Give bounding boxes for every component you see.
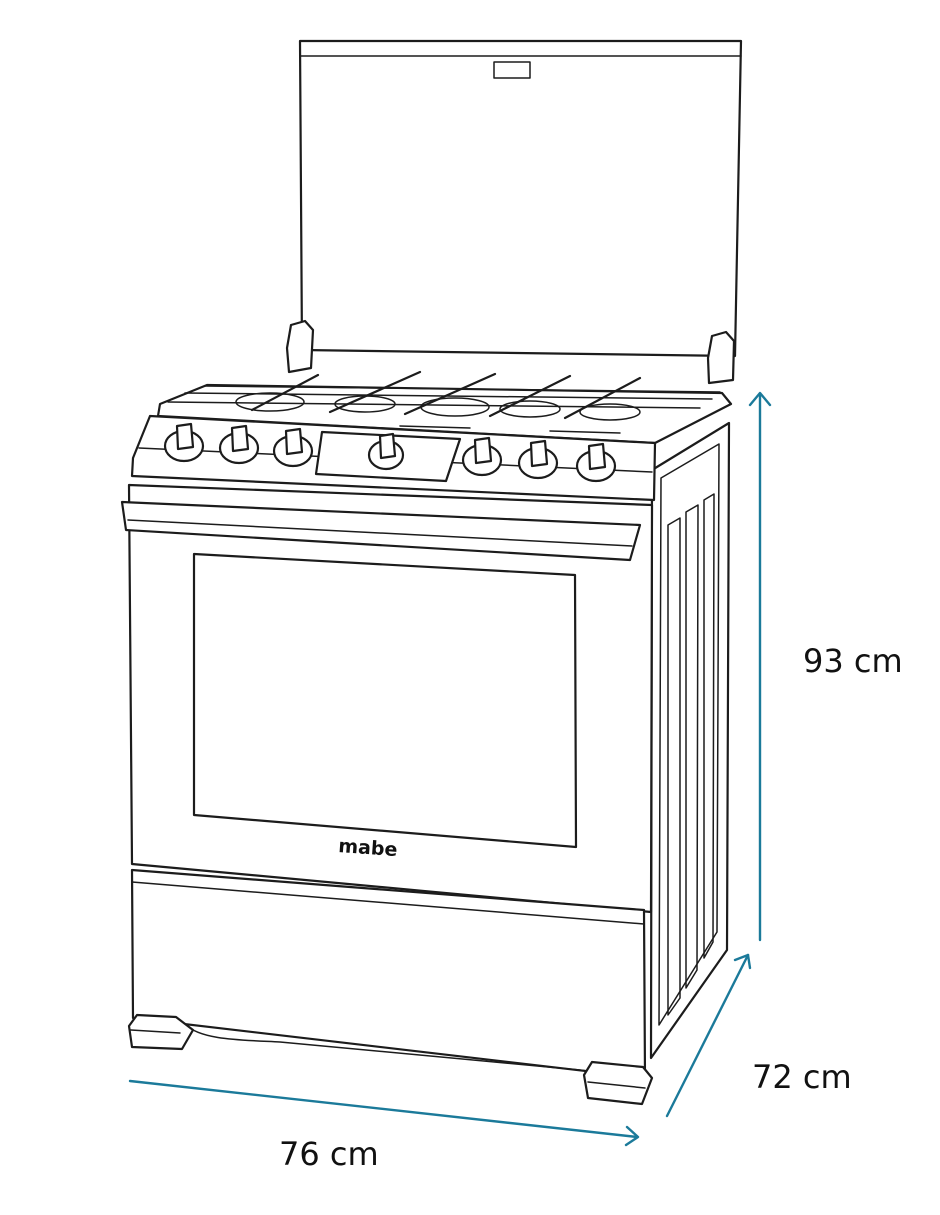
depth-arrow-line xyxy=(665,953,750,1118)
oven-door: mabe xyxy=(120,483,654,914)
stove-lid xyxy=(285,39,743,385)
knob-3 xyxy=(272,427,314,468)
burner-4 xyxy=(499,400,561,418)
height-label: 93 cm xyxy=(803,642,903,680)
oven-window xyxy=(192,552,578,849)
knob-4 xyxy=(367,432,405,471)
front-right-foot xyxy=(582,1060,654,1106)
burner-1 xyxy=(235,392,305,412)
height-dimension: 93 cm xyxy=(748,391,903,942)
oven-door-handle xyxy=(120,500,642,562)
width-dimension: 76 cm xyxy=(128,1079,640,1173)
knob-6 xyxy=(517,439,559,480)
width-arrow-line xyxy=(128,1079,639,1139)
cooktop xyxy=(156,370,733,445)
width-arrow-head xyxy=(624,1125,640,1147)
storage-drawer xyxy=(130,868,647,1081)
brand-logo: mabe xyxy=(338,835,399,861)
width-label: 76 cm xyxy=(279,1135,379,1173)
burner-3 xyxy=(420,397,490,417)
height-arrow-head xyxy=(748,391,772,407)
knob-7 xyxy=(575,442,617,483)
knob-2 xyxy=(218,424,260,465)
depth-label: 72 cm xyxy=(752,1058,852,1096)
depth-dimension: 72 cm xyxy=(665,953,852,1118)
depth-arrow-head xyxy=(733,953,752,970)
burner-2 xyxy=(334,395,396,413)
stove-feet xyxy=(127,1013,654,1106)
knob-1 xyxy=(163,422,205,463)
knob-5 xyxy=(461,436,503,477)
control-panel xyxy=(130,414,657,502)
stove-side-panel xyxy=(649,421,731,1060)
burner-5 xyxy=(579,403,641,421)
